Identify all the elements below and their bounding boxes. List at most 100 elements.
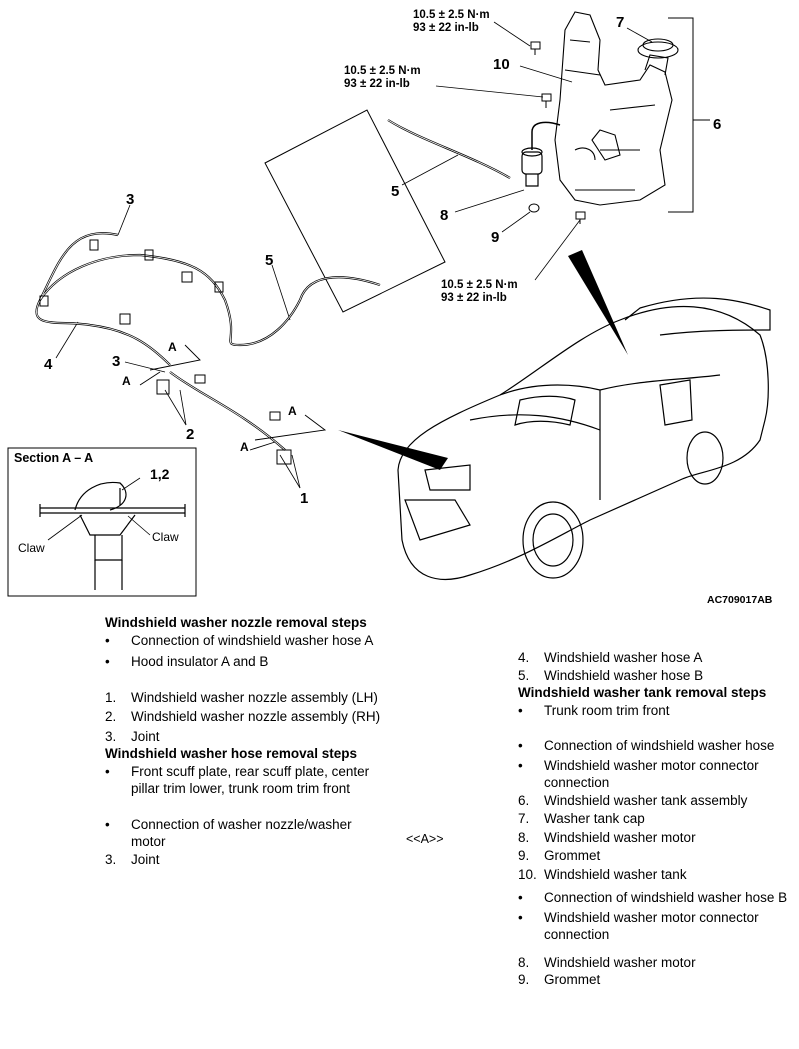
step-text: Windshield washer motor xyxy=(544,954,696,970)
step-number: 2. xyxy=(105,709,117,724)
step-number: 9. xyxy=(518,972,530,987)
bullet-text: Trunk room trim front xyxy=(544,702,670,718)
step-text: Windshield washer hose B xyxy=(544,667,704,683)
bullet-marker: • xyxy=(105,632,110,648)
label-1: 1 xyxy=(300,490,309,507)
nozzle-heading: Windshield washer nozzle removal steps xyxy=(105,615,367,630)
left-column: Windshield washer nozzle removal steps •… xyxy=(105,614,385,868)
label-3-lower: 3 xyxy=(112,353,121,370)
section-title: Section A – A xyxy=(14,451,94,465)
washer-motor-drawing xyxy=(521,121,561,187)
bullet-text: Connection of windshield washer hose A xyxy=(131,632,374,648)
nozzle-bullets: •Connection of windshield washer hose A•… xyxy=(105,632,385,671)
label-6: 6 xyxy=(713,116,722,133)
nozzle-steps: 1. Windshield washer nozzle assembly (LH)… xyxy=(105,689,385,746)
step-item: 8. Windshield washer motor xyxy=(518,829,793,847)
bullet-marker: • xyxy=(518,909,523,925)
step-number: 5. xyxy=(518,667,530,683)
step-number: 1. xyxy=(105,689,117,705)
bullet-item: • Connection of windshield washer hose B xyxy=(518,889,793,907)
step-text: Windshield washer tank assembly xyxy=(544,792,748,808)
leader-lines xyxy=(55,21,653,489)
washer-tank xyxy=(554,11,679,206)
bullet-item: • Connection of washer nozzle/washer moto… xyxy=(105,816,385,851)
car-outline xyxy=(397,297,771,581)
bullet-marker: • xyxy=(518,890,523,905)
step-item: 10.Windshield washer tank xyxy=(518,866,793,884)
step-item: 2. Windshield washer nozzle assembly (RH) xyxy=(105,708,385,726)
step-number: 8. xyxy=(518,829,530,845)
label-9: 9 xyxy=(491,229,500,246)
step-text: Grommet xyxy=(544,848,601,863)
label-5: 5 xyxy=(391,183,400,200)
hose-heading: Windshield washer hose removal steps xyxy=(105,746,357,761)
bullet-text: Connection of washer nozzle/washer motor xyxy=(131,816,352,850)
step-item: 6. Windshield washer tank assembly xyxy=(518,792,793,810)
section-arrows xyxy=(139,344,327,451)
claw-left-label: Claw xyxy=(18,541,45,555)
pointer-wedge-right xyxy=(568,250,628,355)
label-a-4: A xyxy=(240,440,249,454)
step-text: Windshield washer motor xyxy=(544,829,696,845)
hose-clips xyxy=(39,239,292,465)
step-number: 9. xyxy=(518,848,530,863)
step-text: Windshield washer nozzle assembly (LH) xyxy=(131,689,378,705)
bullet-marker: • xyxy=(518,738,523,753)
step-text: Windshield washer nozzle assembly (RH) xyxy=(131,709,381,724)
label-a-1: A xyxy=(168,340,177,354)
tank-steps: 6. Windshield washer tank assembly 7. Washe… xyxy=(518,792,793,884)
label-2: 2 xyxy=(186,426,195,443)
bullet-text: Windshield washer motor connector connec… xyxy=(544,757,759,791)
bullet-marker: • xyxy=(105,654,110,669)
step-number: 7. xyxy=(518,811,530,826)
bullet-marker: • xyxy=(105,816,110,832)
step-text: Joint xyxy=(131,851,160,867)
tank-bullets-2: • Connection of windshield washer hose• Wi… xyxy=(518,737,793,792)
claw-right-label: Claw xyxy=(152,530,179,544)
step-text: Joint xyxy=(131,728,160,744)
bullet-item: • Connection of windshield washer hose A xyxy=(105,632,385,650)
bullet-text: Hood insulator A and B xyxy=(131,654,269,669)
diagram-drawing xyxy=(7,11,771,597)
step-number: 8. xyxy=(518,954,530,970)
section-part-label: 1,2 xyxy=(150,466,170,482)
step-item: 8. Windshield washer motor xyxy=(518,954,793,972)
exploded-diagram: 7 10 6 5 8 9 3 5 4 3 2 1 A A A A 10.5 ± … xyxy=(7,9,773,606)
bolts xyxy=(528,41,586,224)
step-item: 9.Grommet xyxy=(518,971,793,989)
service-point-symbol: <<A>> xyxy=(406,832,444,846)
step-item: 5. Windshield washer hose B xyxy=(518,667,793,685)
step-item: 3. Joint xyxy=(105,851,385,869)
bullet-text: Connection of windshield washer hose B xyxy=(544,890,788,905)
label-3-upper: 3 xyxy=(126,191,135,208)
bullet-text: Front scuff plate, rear scuff plate, cen… xyxy=(131,763,370,797)
bullet-item: •Windshield washer motor connector conne… xyxy=(518,909,793,944)
step-item: 7. Washer tank cap xyxy=(518,810,793,828)
bullet-item: • Connection of windshield washer hose xyxy=(518,737,793,755)
label-8: 8 xyxy=(440,207,449,224)
section-drawing xyxy=(39,477,186,590)
label-5-left: 5 xyxy=(265,252,274,269)
pointer-wedge-left xyxy=(338,430,448,470)
bullet-item: • Hood insulator A and B xyxy=(105,653,385,671)
label-10: 10 xyxy=(493,56,510,73)
label-a-3: A xyxy=(288,404,297,418)
tank-heading: Windshield washer tank removal steps xyxy=(518,685,767,700)
step-number: 3. xyxy=(105,851,117,867)
bullet-text: Connection of windshield washer hose xyxy=(544,738,775,753)
hose-bullets: • Front scuff plate, rear scuff plate, ce… xyxy=(105,763,385,851)
section-box xyxy=(7,447,197,597)
step-number: 6. xyxy=(518,792,530,808)
label-7: 7 xyxy=(616,14,625,31)
tank-bullets-1: •Trunk room trim front xyxy=(518,702,793,720)
tank-bullets-3: •Connection of windshield washer hose B•… xyxy=(518,889,793,944)
step-text: Washer tank cap xyxy=(544,811,645,826)
figure-id: AC709017AB xyxy=(707,594,773,606)
label-4: 4 xyxy=(44,356,53,373)
label-a-2: A xyxy=(122,374,131,388)
